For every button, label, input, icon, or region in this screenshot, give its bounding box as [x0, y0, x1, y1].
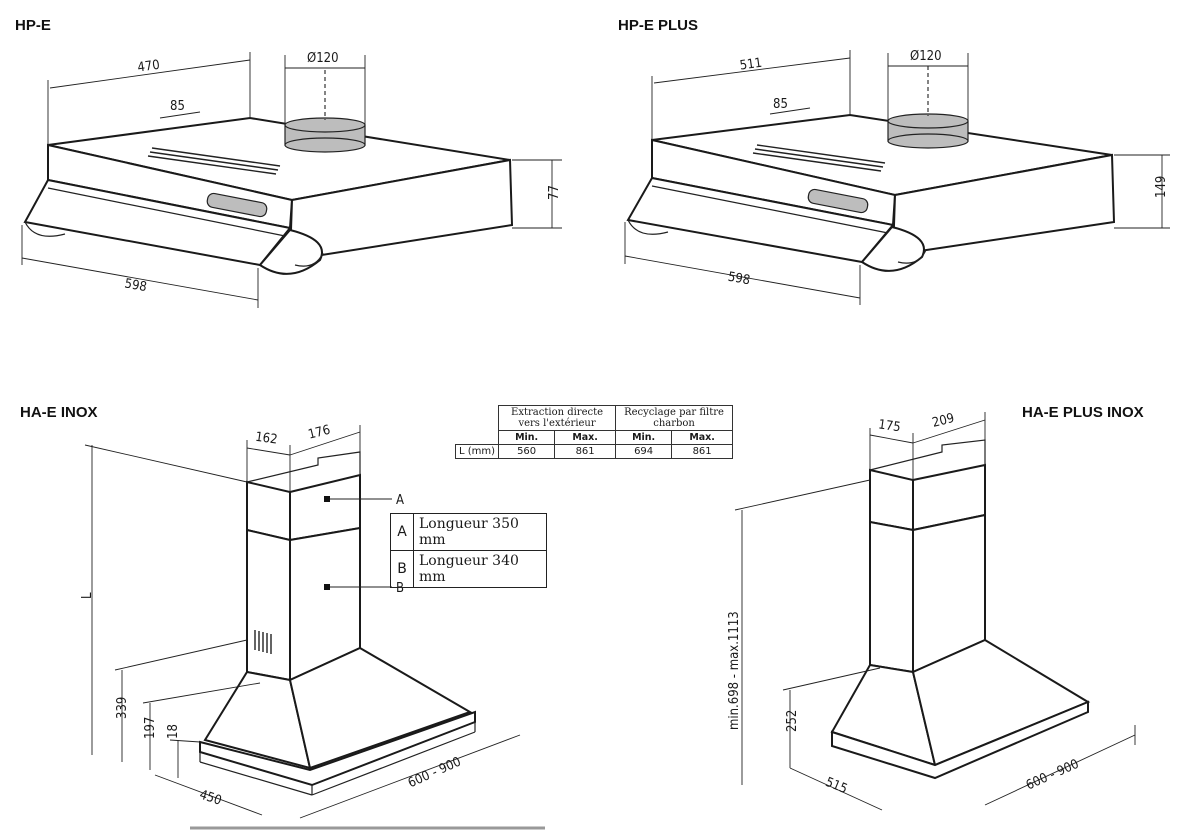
col-min-recycle: Min. — [615, 430, 673, 445]
hpe-plus-height-dim: 149 — [1154, 176, 1169, 198]
hpe-plus-depth-dim: 511 — [739, 56, 763, 74]
hpe-offset-dim: 85 — [170, 99, 185, 114]
hae-plus-chimney-w-dim: 175 — [877, 417, 901, 435]
hae-plus-height-range-dim: min.698 - max.1113 — [727, 611, 742, 730]
length-table: Extraction directe vers l'extérieur Recy… — [454, 405, 734, 459]
hpe-depth-dim: 470 — [137, 58, 161, 76]
hae-h339-dim: 339 — [115, 697, 130, 719]
title-hpe-plus: HP-E PLUS — [618, 17, 699, 34]
title-hae-inox: HA-E INOX — [20, 404, 98, 421]
col-max-direct: Max. — [554, 430, 617, 445]
header-recycle: Recyclage par filtre charbon — [615, 405, 734, 431]
hae-chimney-d-dim: 176 — [307, 423, 332, 443]
hae-chimney-w-dim: 162 — [254, 430, 278, 448]
value-recycle-max: 861 — [671, 444, 734, 459]
value-direct-min: 560 — [498, 444, 556, 459]
table-row: L (mm) 560 861 694 861 — [454, 444, 734, 459]
hae-plus-chimney-d-dim: 209 — [931, 411, 956, 431]
hae-plus-width-dim: 600 - 900 — [1024, 757, 1082, 794]
hae-inox-drawing: A B 162 176 L 339 197 18 450 600 - 900 — [80, 423, 545, 830]
chimney-legend: A Longueur 350 mm B Longueur 340 mm — [390, 513, 547, 588]
col-min-direct: Min. — [498, 430, 556, 445]
col-max-recycle: Max. — [671, 430, 734, 445]
hpe-width-dim: 598 — [123, 276, 148, 295]
marker-a: A — [396, 493, 404, 508]
legend-item: B Longueur 340 mm — [390, 550, 547, 588]
hpe-plus-width-dim: 598 — [727, 270, 752, 289]
value-direct-max: 861 — [554, 444, 617, 459]
hae-h18-dim: 18 — [166, 724, 181, 739]
legend-text-a: Longueur 350 mm — [413, 513, 547, 551]
legend-item: A Longueur 350 mm — [390, 513, 547, 551]
hpe-plus-duct-dim: Ø120 — [910, 49, 942, 64]
title-hae-plus-inox: HA-E PLUS INOX — [1022, 404, 1144, 421]
hpe-drawing: Ø120 470 85 598 77 — [21, 51, 562, 308]
title-hpe: HP-E — [15, 17, 51, 34]
header-direct: Extraction directe vers l'extérieur — [498, 405, 617, 431]
hae-width-dim: 600 - 900 — [406, 755, 464, 792]
hpe-plus-drawing: Ø120 511 85 598 149 — [624, 49, 1170, 305]
legend-key-b: B — [390, 550, 414, 588]
hae-plus-inox-drawing: 175 209 min.698 - max.1113 252 515 600 -… — [727, 411, 1136, 811]
value-recycle-min: 694 — [615, 444, 673, 459]
hae-length-label: L — [80, 592, 95, 599]
row-label: L (mm) — [454, 444, 500, 459]
hpe-height-dim: 77 — [547, 185, 562, 200]
marker-b: B — [396, 581, 404, 596]
hae-h197-dim: 197 — [143, 717, 158, 739]
hpe-duct-dim: Ø120 — [307, 51, 339, 66]
hae-plus-h252-dim: 252 — [785, 710, 800, 732]
legend-text-b: Longueur 340 mm — [413, 550, 547, 588]
legend-key-a: A — [390, 513, 414, 551]
hpe-plus-offset-dim: 85 — [773, 97, 788, 112]
hae-depth-dim: 450 — [197, 788, 223, 809]
